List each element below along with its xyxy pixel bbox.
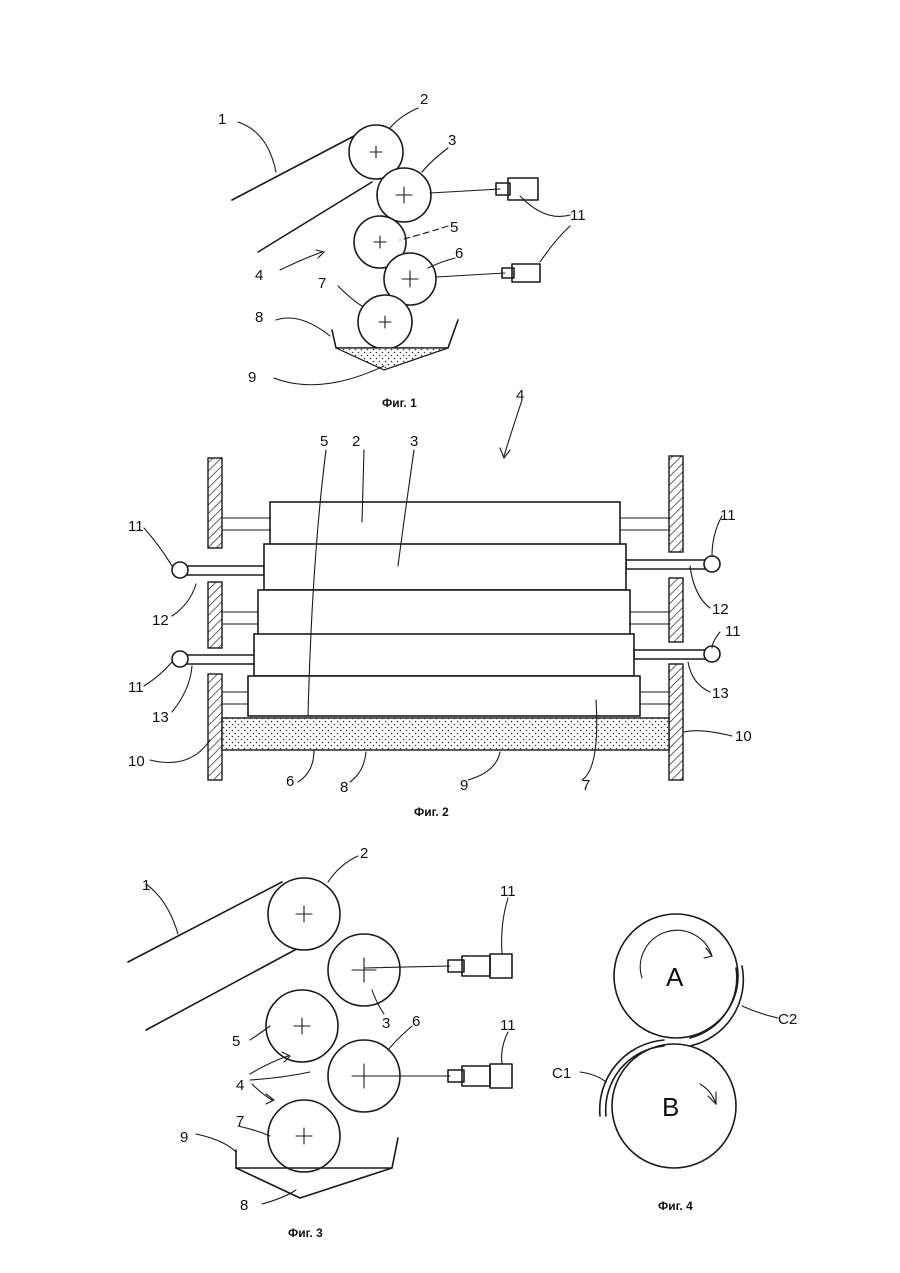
fig2-label-12-right: 12 [712,601,729,618]
fig1-label-3: 3 [448,132,456,149]
fig1-label-6: 6 [455,245,463,262]
fig3-label-6: 6 [412,1013,420,1030]
fig2-label-8: 8 [340,779,348,796]
fig1-label-5: 5 [450,219,458,236]
fig2-label-4: 4 [516,387,524,404]
figure-3: 1 2 3 4 5 6 7 8 9 11 11 Фиг. 3 [128,845,516,1240]
fig1-label-4: 4 [255,267,263,284]
fig4-caption: Фиг. 4 [658,1199,693,1213]
fig2-label-3: 3 [410,433,418,450]
fig4-label-C1: C1 [552,1065,571,1082]
fig2-label-11-a: 11 [128,518,144,535]
fig1-label-11: 11 [570,207,586,224]
fig2-label-12-left: 12 [152,612,169,629]
fig2-label-11-c: 11 [128,679,144,696]
fig2-label-2: 2 [352,433,360,450]
fig3-label-1: 1 [142,877,150,894]
fig3-label-9: 9 [180,1129,188,1146]
fig2-label-10-right: 10 [735,728,752,745]
fig3-label-8: 8 [240,1197,248,1214]
fig2-roll-2 [270,502,620,546]
fig4-label-C2: C2 [778,1011,797,1028]
figure-4: A B C1 C2 Фиг. 4 [552,914,797,1213]
fig2-label-13-right: 13 [712,685,729,702]
fig3-caption: Фиг. 3 [288,1226,323,1240]
fig3-label-7: 7 [236,1113,244,1130]
fig1-label-2: 2 [420,91,428,108]
fig2-label-10-left: 10 [128,753,145,770]
fig2-label-11-d: 11 [725,623,741,640]
fig1-label-7: 7 [318,275,326,292]
figure-2: 2 3 4 5 6 7 8 9 10 10 11 11 11 11 12 12 … [128,387,752,819]
fig3-label-11-bottom: 11 [500,1017,516,1034]
fig2-label-9: 9 [460,777,468,794]
fig2-label-7: 7 [582,777,590,794]
fig2-roll-5 [258,590,630,636]
fig3-label-5: 5 [232,1033,240,1050]
fig2-roll-7 [248,676,640,716]
figure-1: 1 2 3 4 5 6 7 8 9 11 Фиг. 1 [218,91,586,410]
fig4-label-B: B [662,1092,679,1122]
fig3-label-2: 2 [360,845,368,862]
fig2-label-6: 6 [286,773,294,790]
fig3-label-4: 4 [236,1077,244,1094]
fig1-caption: Фиг. 1 [382,396,417,410]
fig2-caption: Фиг. 2 [414,805,449,819]
fig1-label-8: 8 [255,309,263,326]
fig1-label-1: 1 [218,111,226,128]
fig1-label-9: 9 [248,369,256,386]
fig3-label-11-top: 11 [500,883,516,900]
fig2-label-11-b: 11 [720,507,736,524]
fig2-label-5: 5 [320,433,328,450]
fig2-label-13-left: 13 [152,709,169,726]
fig3-label-3: 3 [382,1015,390,1032]
fig2-roll-3 [264,544,626,590]
fig4-label-A: A [666,962,684,992]
